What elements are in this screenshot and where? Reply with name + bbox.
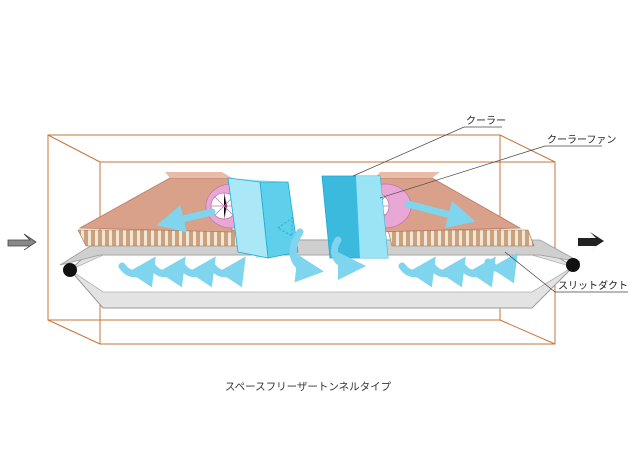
label-cooler: クーラー (466, 115, 506, 127)
diagram-caption: スペースフリーザートンネルタイプ (225, 381, 392, 393)
roller-icon (566, 258, 580, 272)
arrow-in-icon (7, 233, 37, 251)
label-cooler-fan: クーラーファン (547, 134, 616, 146)
label-slit-duct: スリットダクト (558, 279, 628, 292)
arrow-out-icon (578, 232, 604, 250)
roller-icon (63, 263, 77, 277)
product-trays-right (387, 229, 535, 247)
leader-lines (352, 126, 628, 293)
cooler-left (227, 177, 299, 259)
airflow-arrows (118, 200, 518, 288)
